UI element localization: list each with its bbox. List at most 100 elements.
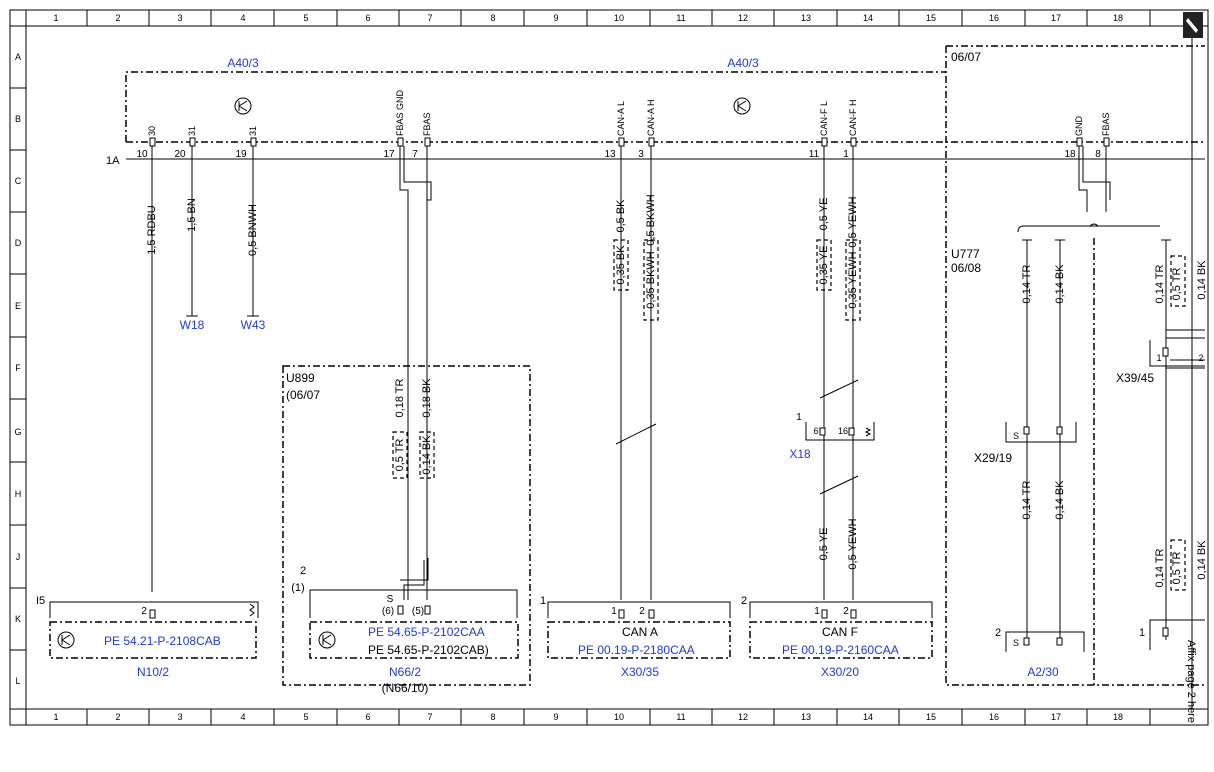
u777-label: U777 [951, 247, 980, 261]
row-label: E [15, 301, 21, 311]
pin-label: S [387, 594, 394, 605]
pin-number: 7 [412, 149, 418, 160]
x29-label: X29/19 [974, 451, 1012, 465]
pin-number: 10 [136, 149, 148, 160]
pin-name-label: FBAS [1101, 112, 1111, 136]
n10-link[interactable]: N10/2 [137, 665, 169, 679]
x39-label: X39/45 [1116, 371, 1154, 385]
wire-label: 0,5 TR [394, 439, 406, 472]
wire-label: 0,14 BK [1054, 264, 1066, 304]
u777-date: 06/08 [951, 261, 981, 275]
row-label: L [15, 676, 20, 686]
wire-label: 0,14 TR [1154, 264, 1166, 303]
n66-reference-b: PE 54.65-P-2102CAB) [368, 643, 489, 657]
a2-30-link[interactable]: A2/30 [1027, 665, 1059, 679]
column-label: 7 [427, 13, 432, 23]
column-label: 5 [303, 13, 308, 23]
wire-label: 0,5 YEWH [847, 196, 859, 247]
pin-name-label: FBAS GND [395, 89, 405, 136]
x30-35-link[interactable]: X30/35 [621, 665, 659, 679]
wire-label: 0,35 YE [818, 246, 830, 285]
wire-label: 0,14 TR [1021, 264, 1033, 303]
wire-label: 0,5 YE [818, 528, 830, 561]
column-label: 14 [863, 712, 873, 722]
pin-name-label: CAN-A H [646, 99, 656, 136]
pin-label: 2 [639, 606, 645, 617]
row-label: B [15, 114, 21, 124]
wire-label: 0,18 TR [394, 378, 406, 417]
w18-link[interactable]: W18 [180, 318, 205, 332]
wire-label: 0,18 BK [421, 378, 433, 418]
pin-name-label: CAN-A L [616, 101, 626, 136]
pin-label: 2 [1198, 353, 1203, 363]
x18-number: 1 [796, 412, 802, 423]
x18-link[interactable]: X18 [789, 447, 811, 461]
wire-label: 1,5 BN [186, 198, 198, 232]
pin-name-label: 30 [147, 126, 157, 136]
transistor-icon [733, 97, 751, 115]
pin-name-label: FBAS [422, 112, 432, 136]
x30-20-link[interactable]: X30/20 [821, 665, 859, 679]
wire-brackets [392, 239, 1186, 591]
pin-number: 19 [235, 149, 247, 160]
wire-label: 0,5 BK [615, 199, 627, 233]
pin-name-label: CAN-F L [819, 101, 829, 136]
a40-box-left [125, 71, 946, 142]
transistor-icon [234, 97, 252, 115]
n10-reference-link[interactable]: PE 54.21-P-2108CAB [104, 634, 221, 648]
n66-link[interactable]: N66/2 [389, 665, 421, 679]
n10-component [49, 601, 259, 659]
column-label: 9 [553, 13, 558, 23]
wire-label: 0,5 BKWH [645, 194, 657, 245]
column-label: 6 [365, 13, 370, 23]
column-label: 12 [738, 712, 748, 722]
wires [151, 146, 1205, 640]
pin-label: 6 [813, 426, 818, 436]
column-label: 2 [115, 712, 120, 722]
row-label: D [15, 238, 22, 248]
column-label: 8 [490, 712, 495, 722]
pin-number: 11 [809, 149, 820, 160]
column-label: 3 [177, 13, 182, 23]
wire-label: 0,14 TR [1021, 480, 1033, 519]
column-label: 4 [240, 712, 245, 722]
a40-label-left[interactable]: A40/3 [227, 56, 259, 70]
a40-label-mid[interactable]: A40/3 [727, 56, 759, 70]
x30-35-reference-link[interactable]: PE 00.19-P-2180CAA [578, 643, 695, 657]
x18-connector [805, 422, 875, 441]
row-label: A [15, 52, 21, 62]
wire-label: 0,35 BKWH [645, 251, 657, 309]
x30-35-number: 1 [540, 595, 546, 607]
pin-number: 8 [1095, 149, 1101, 160]
column-label: 5 [303, 712, 308, 722]
column-label: 9 [553, 712, 558, 722]
pin-name-label: 31 [248, 126, 258, 136]
date-label-top: 06/07 [951, 50, 981, 64]
wire-label: 0,5 YE [818, 198, 830, 231]
n66-component [309, 589, 519, 659]
column-label: 14 [863, 13, 873, 23]
x30-20-reference-link[interactable]: PE 00.19-P-2160CAA [782, 643, 899, 657]
column-label: 2 [115, 13, 120, 23]
column-label: 6 [365, 712, 370, 722]
wire-label: 0,5 TR [1171, 268, 1183, 301]
u899-box [282, 365, 531, 686]
column-label: 11 [676, 13, 685, 23]
right-component-number: 1 [1139, 627, 1145, 639]
x39-connector [1149, 340, 1205, 367]
right-edge-component [1149, 619, 1205, 650]
n66-number-paren: (1) [291, 582, 304, 594]
w43-link[interactable]: W43 [241, 318, 266, 332]
column-label: 1 [53, 712, 58, 722]
pin-label: 2 [843, 606, 849, 617]
column-label: 10 [614, 712, 624, 722]
u899-date: (06/07 [286, 388, 320, 402]
x30-20-component [749, 601, 933, 659]
wire-label: 0,5 BNWH [247, 204, 259, 256]
n66-reference-link-a[interactable]: PE 54.65-P-2102CAA [368, 625, 485, 639]
pin-label: 16 [838, 426, 848, 436]
n66-number: 2 [300, 565, 306, 577]
wire-label: 0,14 BK [1054, 480, 1066, 520]
